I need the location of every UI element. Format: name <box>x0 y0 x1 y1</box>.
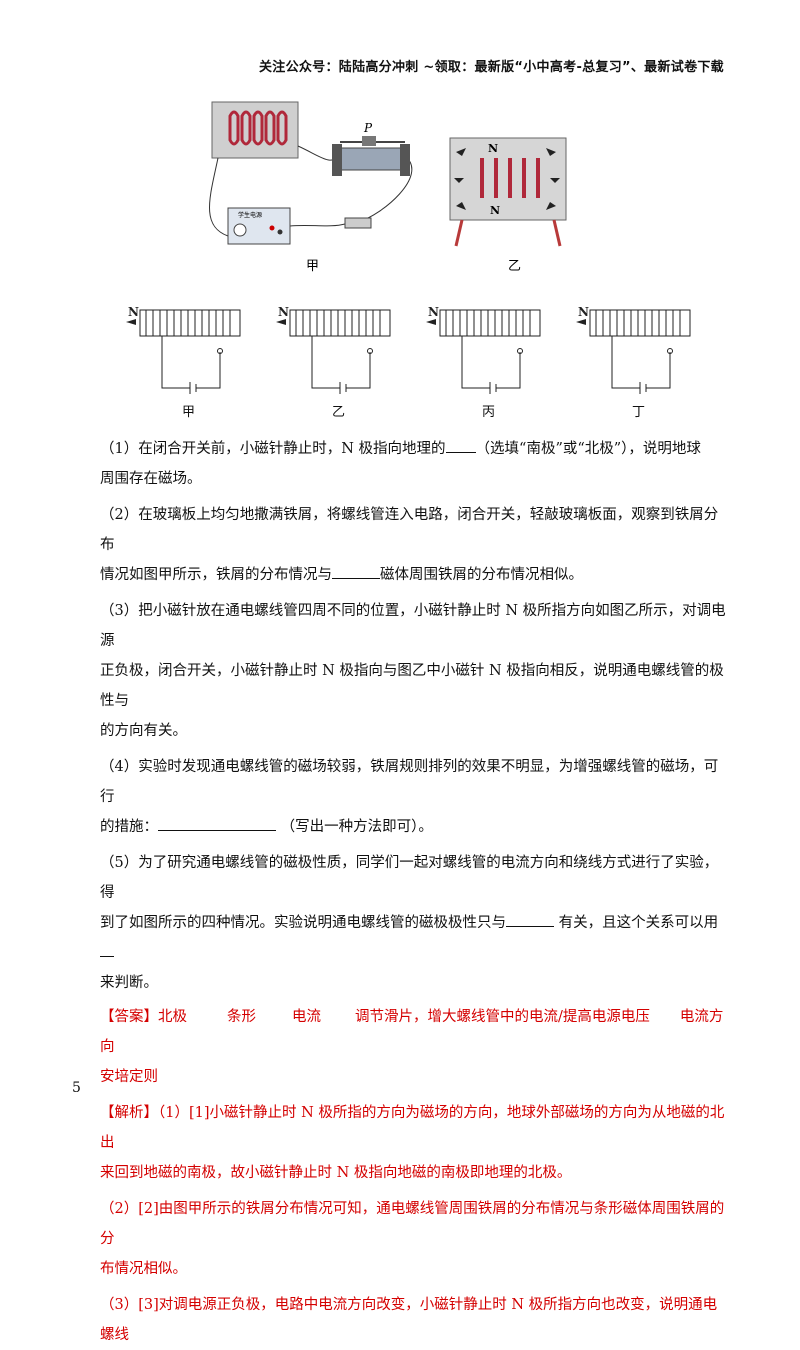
n-label: N <box>278 305 289 319</box>
solenoid-diagram <box>139 309 241 394</box>
question-body: （1）在闭合开关前，小磁针静止时，N 极指向地理的（选填“南极”或“北极”），说… <box>100 434 728 1350</box>
q2-line2: 情况如图甲所示，铁屑的分布情况与磁体周围铁屑的分布情况相似。 <box>100 560 728 590</box>
q2-line1: （2）在玻璃板上均匀地撒满铁屑，将螺线管连入电路，闭合开关，轻敲玻璃板面，观察到… <box>100 507 719 553</box>
q1-line1: （1）在闭合开关前，小磁针静止时，N 极指向地理的（选填“南极”或“北极”），说… <box>100 434 728 464</box>
blank <box>158 816 276 831</box>
experiment-figure-top: P 学生电源 N N 甲 乙 <box>209 101 567 274</box>
blank <box>506 912 554 927</box>
top-label-yi: 乙 <box>508 259 521 274</box>
q3-line3: 的方向有关。 <box>100 723 187 739</box>
bottom-label-jia: 甲 <box>182 405 195 420</box>
bottom-label-yi: 乙 <box>332 405 345 420</box>
compass-n-top: N <box>488 142 498 155</box>
q4-line2: 的措施： （写出一种方法即可）。 <box>100 812 728 842</box>
n-label: N <box>128 305 139 319</box>
bottom-label-bing: 丙 <box>482 405 495 420</box>
q1-line2: 周围存在磁场。 <box>100 471 202 487</box>
answer-line1: 【答案】北极条形电流调节滑片，增大螺线管中的电流/提高电源电压电流方向 <box>100 1009 724 1055</box>
n-label: N <box>578 305 589 319</box>
analysis-line1: 【解析】（1）[1]小磁针静止时 N 极所指的方向为磁场的方向，地球外部磁场的方… <box>100 1105 725 1151</box>
supply-label: 学生电源 <box>238 211 262 219</box>
analysis-line2: 来回到地磁的南极，故小磁针静止时 N 极指向地磁的南极即地理的北极。 <box>100 1165 572 1181</box>
blank <box>332 564 380 579</box>
blank <box>100 942 114 957</box>
compass-n-bottom: N <box>490 204 500 217</box>
analysis-line4: 布情况相似。 <box>100 1261 187 1277</box>
rheostat-label: P <box>363 121 373 135</box>
q3-line1: （3）把小磁针放在通电螺线管四周不同的位置，小磁针静止时 N 极所指方向如图乙所… <box>100 603 726 649</box>
solenoid-figure-bottom: N N N N 甲 乙 丙 丁 <box>126 305 691 420</box>
bottom-label-ding: 丁 <box>632 405 645 420</box>
page-header: 关注公众号：陆陆高分冲刺 ~领取：最新版“小中高考-总复习”、最新试卷下载 <box>258 60 724 75</box>
answer-line2: 安培定则 <box>100 1069 158 1085</box>
q5-line3: 来判断。 <box>100 975 158 991</box>
q4-line1: （4）实验时发现通电螺线管的磁场较弱，铁屑规则排列的效果不明显，为增强螺线管的磁… <box>100 759 719 805</box>
n-label: N <box>428 305 439 319</box>
q5-line2: 到了如图所示的四种情况。实验说明通电螺线管的磁极极性只与 有关，且这个关系可以用 <box>100 908 728 968</box>
q3-line2: 正负极，闭合开关，小磁针静止时 N 极指向与图乙中小磁针 N 极指向相反，说明通… <box>100 663 724 709</box>
page-number: 5 <box>72 1080 81 1096</box>
blank <box>445 438 476 453</box>
top-label-jia: 甲 <box>306 259 319 274</box>
q5-line1: （5）为了研究通电螺线管的磁极性质，同学们一起对螺线管的电流方向和绕线方式进行了… <box>100 855 719 901</box>
analysis-line3: （2）[2]由图甲所示的铁屑分布情况可知，通电螺线管周围铁屑的分布情况与条形磁体… <box>100 1201 725 1247</box>
analysis-line5: （3）[3]对调电源正负极，电路中电流方向改变，小磁针静止时 N 极所指方向也改… <box>100 1297 718 1343</box>
